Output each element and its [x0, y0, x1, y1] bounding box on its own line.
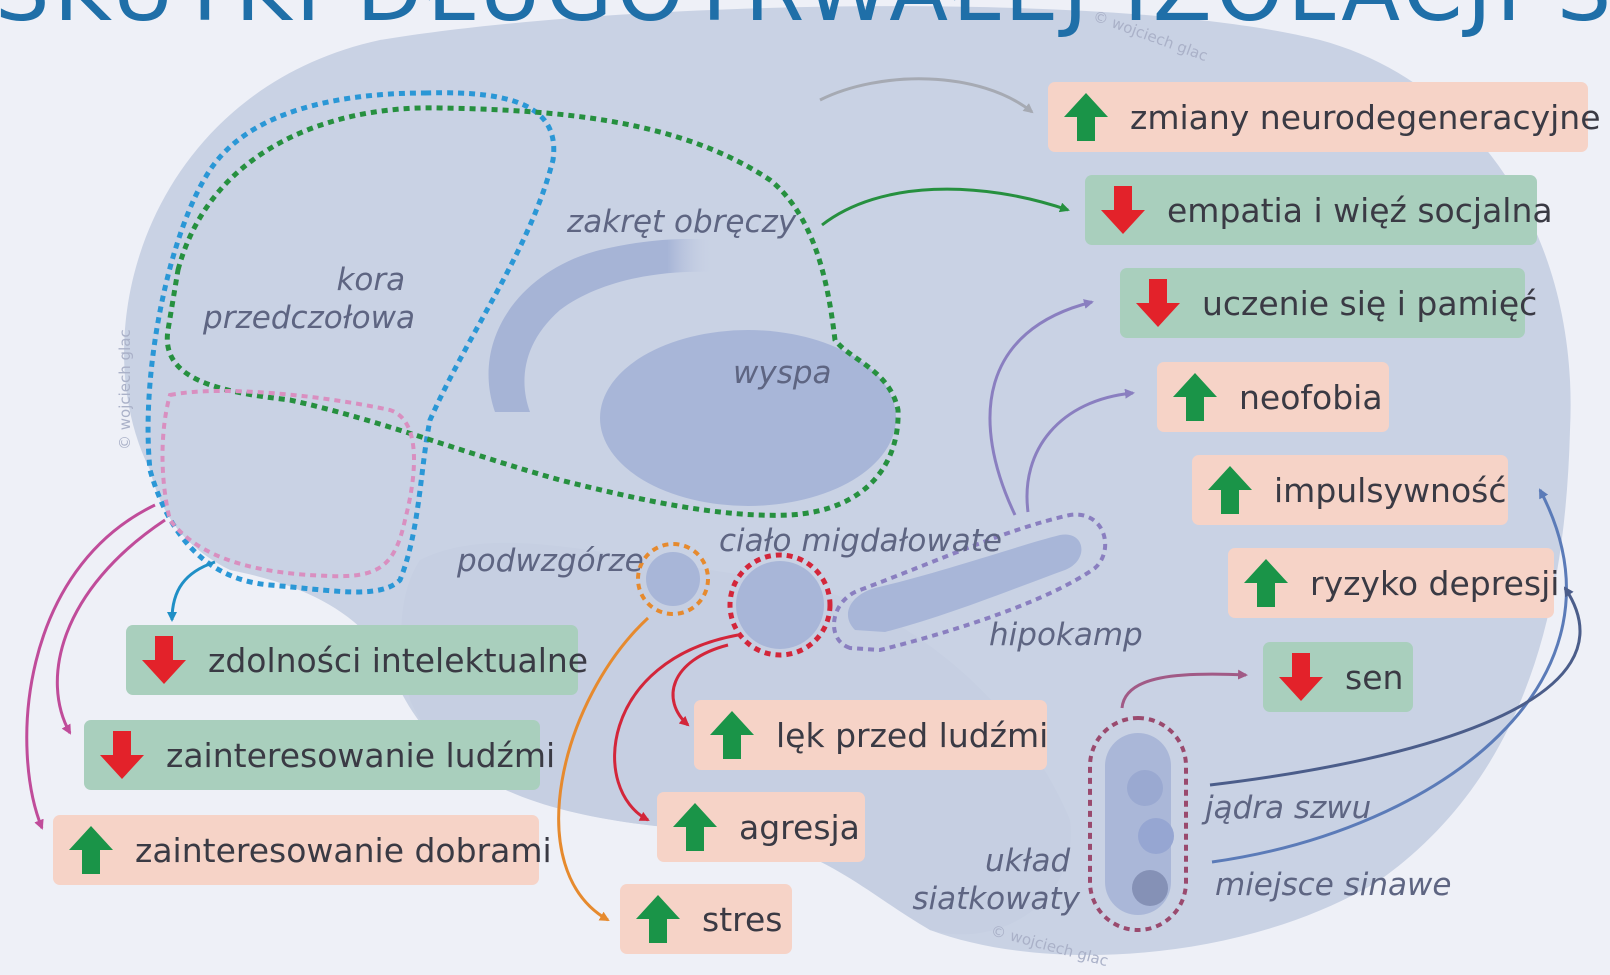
effect-label: zmiany neurodegeneracyjne: [1130, 98, 1601, 137]
effect-label: impulsywność: [1274, 471, 1507, 510]
arrow-up-icon: [1171, 371, 1219, 423]
arrow-up-icon: [1062, 91, 1110, 143]
effect-box-intellect: zdolności intelektualne: [126, 625, 578, 695]
arrow-up-icon: [708, 709, 756, 761]
effect-box-impulsivity: impulsywność: [1192, 455, 1508, 525]
amygdala-shape: [736, 561, 824, 649]
effect-box-empathy: empatia i więź socjalna: [1085, 175, 1537, 245]
effect-label: zainteresowanie ludźmi: [166, 736, 555, 775]
page-title: SKUTKI DŁUGOTRWAŁEJ IZOLACJI SOCJALNEJ: [0, 0, 1610, 41]
effect-box-neophobia: neofobia: [1157, 362, 1389, 432]
label-insula: wyspa: [733, 355, 832, 391]
effect-label: neofobia: [1239, 378, 1383, 417]
label-prefrontal-line-2: przedczołowa: [202, 300, 415, 336]
connector-arrow-intellect: [172, 562, 215, 620]
effect-label: agresja: [739, 808, 860, 847]
label-locus-coeruleus: miejsce sinawe: [1215, 867, 1451, 903]
effect-box-stress: stres: [620, 884, 792, 954]
raphe-nucleus-dot: [1127, 770, 1163, 806]
label-reticular-line-2: siatkowaty: [912, 881, 1080, 917]
effect-box-aggression: agresja: [657, 792, 865, 862]
arrow-up-icon: [67, 824, 115, 876]
effect-label: zdolności intelektualne: [208, 641, 588, 680]
reticular-dot: [1132, 870, 1168, 906]
arrow-up-icon: [1206, 464, 1254, 516]
arrow-down-icon: [1099, 184, 1147, 236]
effect-label: uczenie się i pamięć: [1202, 284, 1537, 323]
arrow-down-icon: [140, 634, 188, 686]
effect-label: zainteresowanie dobrami: [135, 831, 552, 870]
arrow-up-icon: [1242, 557, 1290, 609]
effect-box-neurodegeneration: zmiany neurodegeneracyjne: [1048, 82, 1588, 152]
label-reticular-line-1: układ: [985, 843, 1070, 879]
arrow-down-icon: [1134, 277, 1182, 329]
effect-label: ryzyko depresji: [1310, 564, 1559, 603]
effect-label: sen: [1345, 658, 1403, 697]
effect-label: lęk przed ludźmi: [776, 716, 1048, 755]
label-raphe-nuclei: jądra szwu: [1201, 790, 1371, 826]
locus-dot: [1138, 818, 1174, 854]
effect-box-sleep: sen: [1263, 642, 1413, 712]
hypothalamus-shape: [646, 552, 700, 606]
watermark-left: © wojciech glac: [116, 329, 134, 450]
effect-label: empatia i więź socjalna: [1167, 191, 1553, 230]
label-prefrontal-line-1: kora: [336, 262, 405, 298]
effect-box-social-fear: lęk przed ludźmi: [694, 700, 1047, 770]
label-cingulate-gyrus: zakręt obręczy: [566, 204, 797, 240]
arrow-down-icon: [1277, 651, 1325, 703]
arrow-up-icon: [671, 801, 719, 853]
effect-box-depression: ryzyko depresji: [1228, 548, 1554, 618]
arrow-up-icon: [634, 893, 682, 945]
label-hypothalamus: podwzgórze: [456, 543, 644, 579]
label-amygdala: ciało migdałowate: [719, 523, 1002, 559]
arrow-down-icon: [98, 729, 146, 781]
effect-label: stres: [702, 900, 782, 939]
label-hippocampus: hipokamp: [989, 617, 1143, 653]
effect-box-interest-goods: zainteresowanie dobrami: [53, 815, 539, 885]
effect-box-learning: uczenie się i pamięć: [1120, 268, 1525, 338]
effect-box-interest-people: zainteresowanie ludźmi: [84, 720, 540, 790]
